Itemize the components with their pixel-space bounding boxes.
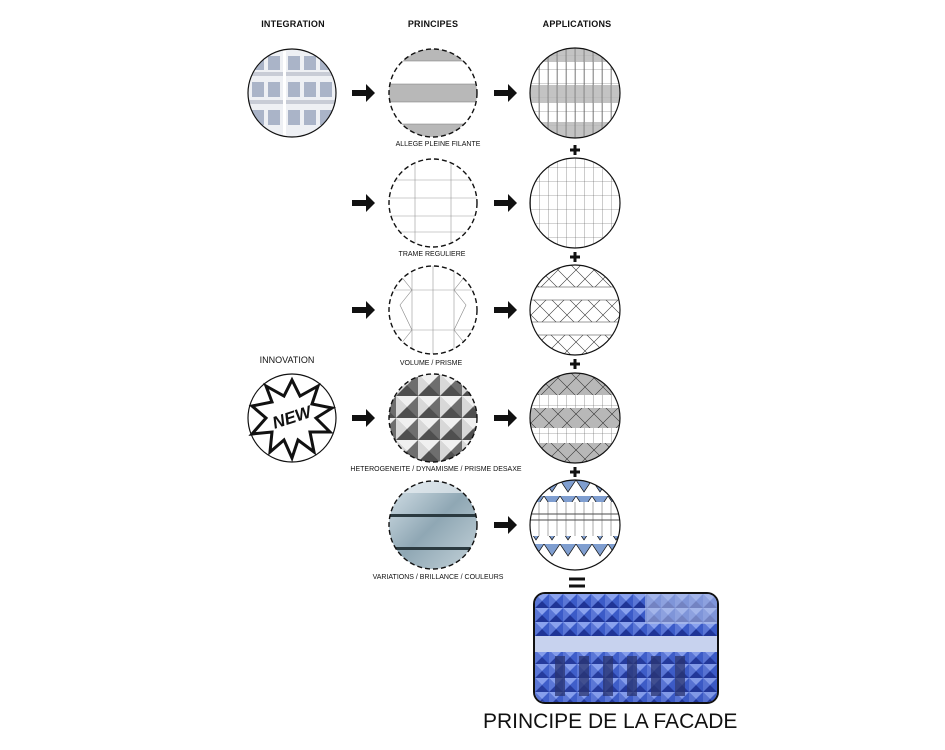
application-4-circle [529,372,621,464]
label-variations: VARIATIONS / BRILLANCE / COULEURS [372,574,504,581]
application-1-circle [529,47,621,139]
plus-icon [570,252,580,262]
facade-photo [533,592,719,704]
principle-trame-circle [388,158,478,248]
equals-icon [569,577,585,588]
application-2-circle [529,157,621,249]
header-principes: PRINCIPES [407,19,459,29]
arrow-right-icon [494,409,517,427]
arrow-right-icon [494,516,517,534]
header-applications: APPLICATIONS [542,19,612,29]
arrow-right-icon [352,301,375,319]
label-volume: VOLUME / PRISME [399,360,463,367]
principle-volume-circle [388,265,478,355]
plus-icon [570,359,580,369]
label-allege: ALLEGE PLEINE FILANTE [395,141,481,148]
label-heterogeneite: HETEROGENEITE / DYNAMISME / PRISME DESAX… [350,466,522,473]
arrow-right-icon [494,84,517,102]
label-trame: TRAME REGULIERE [398,251,466,258]
plus-icon [570,467,580,477]
application-3-circle [529,264,621,356]
label-innovation: INNOVATION [259,355,315,365]
principle-variations-circle [388,480,478,570]
arrow-right-icon [352,194,375,212]
arrow-right-icon [494,301,517,319]
principle-allege-circle [388,48,478,138]
new-starburst-icon [247,373,337,463]
plus-icon [570,145,580,155]
principle-heterogeneite-circle [388,373,478,463]
final-title: PRINCIPE DE LA FACADE [483,710,738,733]
arrow-right-icon [494,194,517,212]
arrow-right-icon [352,84,375,102]
integration-building-circle [247,48,337,138]
header-integration: INTEGRATION [261,19,325,29]
application-5-circle [529,479,621,571]
arrow-right-icon [352,409,375,427]
